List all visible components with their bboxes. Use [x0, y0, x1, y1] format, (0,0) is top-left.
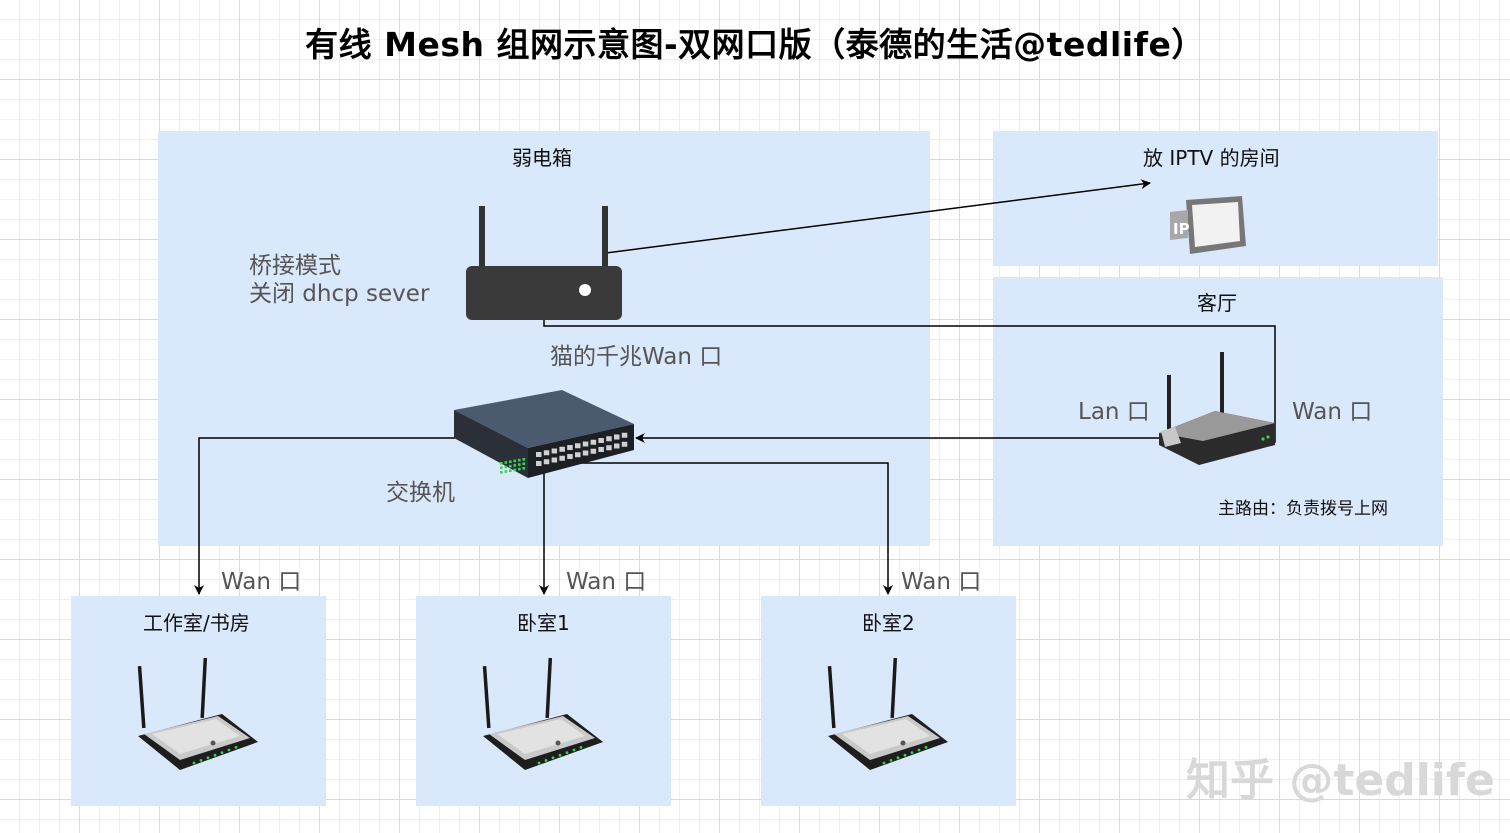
iptv-tv-icon: IP — [1170, 196, 1246, 254]
lan-port-label: Lan 口 — [1078, 399, 1150, 425]
zone-living-room-label: 客厅 — [1197, 291, 1237, 315]
modem-router-icon — [466, 206, 622, 320]
wan-port-main-label: Wan 口 — [1292, 399, 1373, 425]
zone-iptv-room-label: 放 IPTV 的房间 — [1143, 146, 1280, 170]
wan-port-study-label: Wan 口 — [221, 569, 302, 595]
diagram-title: 有线 Mesh 组网示意图-双网口版（泰德的生活@tedlife） — [305, 25, 1205, 64]
zone-bedroom2-label: 卧室2 — [862, 611, 915, 635]
main-router-note: 主路由：负责拨号上网 — [1218, 499, 1388, 519]
wan-port-bedroom1-label: Wan 口 — [566, 569, 647, 595]
zone-bedroom1-label: 卧室1 — [517, 611, 570, 635]
main-router-icon — [1159, 352, 1275, 465]
line-switch-to-bedroom2 — [560, 462, 893, 595]
svg-text:IP: IP — [1173, 220, 1190, 238]
zone-closet-label: 弱电箱 — [512, 146, 572, 170]
network-switch-icon — [454, 390, 634, 478]
watermark: 知乎 @tedlife — [1186, 755, 1495, 806]
switch-label: 交换机 — [386, 480, 455, 506]
wireless-router-icon-study — [137, 657, 258, 770]
line-modem-to-iptv — [605, 179, 1151, 254]
modem-port-label: 猫的千兆Wan 口 — [550, 344, 723, 370]
wireless-router-icon-bedroom2 — [827, 657, 948, 770]
zone-bedroom1 — [416, 596, 671, 806]
zone-bedroom2 — [761, 596, 1016, 806]
dhcp-off-note: 关闭 dhcp sever — [249, 281, 430, 307]
zone-living-room — [993, 277, 1443, 546]
bridge-mode-note: 桥接模式 — [249, 253, 341, 279]
wan-port-bedroom2-label: Wan 口 — [901, 569, 982, 595]
wireless-router-icon-bedroom1 — [482, 657, 603, 770]
line-switch-to-study — [194, 437, 455, 595]
zone-study-label: 工作室/书房 — [143, 611, 250, 635]
zone-study — [71, 596, 326, 806]
